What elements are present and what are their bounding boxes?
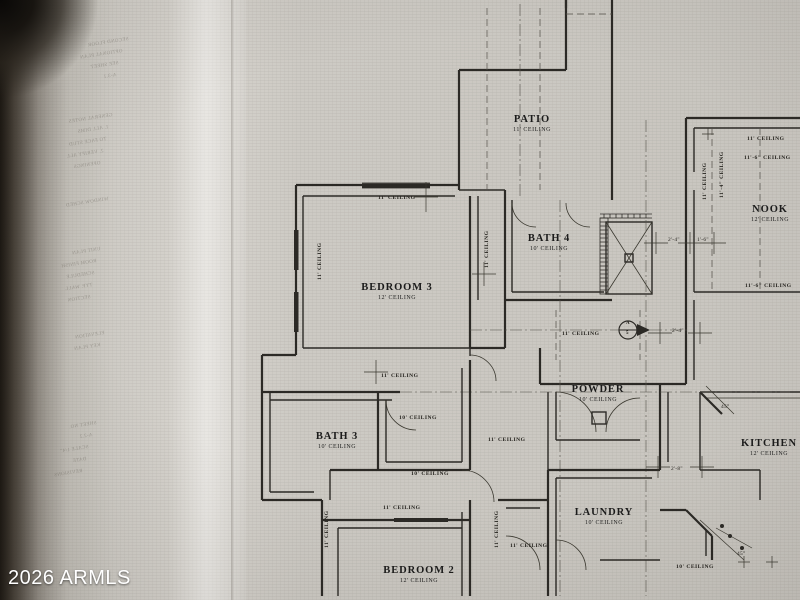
room-name: BEDROOM 3 bbox=[361, 282, 433, 293]
dimension-label: 2'-4" bbox=[672, 328, 684, 334]
room-label-patio: PATIO 11' CEILING bbox=[472, 114, 592, 134]
dimension-label: 45° bbox=[721, 404, 730, 410]
room-label-bedroom2: BEDROOM 2 12' CEILING bbox=[359, 565, 479, 585]
ceiling-note: 11' CEILING bbox=[378, 195, 416, 201]
room-label-bath4: BATH 4 10' CEILING bbox=[489, 233, 609, 253]
page-curl-edge bbox=[231, 0, 234, 600]
room-ceiling-height: 10' CEILING bbox=[578, 397, 618, 403]
room-label-nook: NOOK 12' CEILING bbox=[710, 204, 800, 224]
room-name: PATIO bbox=[513, 114, 551, 125]
ceiling-note: 11'-6" CEILING bbox=[744, 155, 791, 161]
room-ceiling-height: 12' CEILING bbox=[399, 578, 439, 584]
ceiling-note: 11' CEILING bbox=[381, 373, 419, 379]
room-ceiling-height: 12' CEILING bbox=[750, 217, 790, 223]
room-ceiling-height: 10' CEILING bbox=[317, 444, 357, 450]
ceiling-note: 10' CEILING bbox=[411, 471, 449, 477]
armls-watermark: 2026 ARMLS bbox=[8, 567, 131, 589]
room-name: NOOK bbox=[752, 204, 788, 215]
room-name: POWDER bbox=[571, 384, 625, 395]
dimension-label: 2'-4" bbox=[668, 237, 680, 243]
room-ceiling-height: 11' CEILING bbox=[513, 127, 551, 133]
ceiling-note: 11' CEILING bbox=[562, 331, 600, 337]
room-name: LAUNDRY bbox=[574, 507, 634, 518]
room-name: BATH 3 bbox=[315, 431, 359, 442]
ceiling-note: 11' CEILING bbox=[488, 437, 526, 443]
room-label-bedroom3: BEDROOM 3 12' CEILING bbox=[337, 282, 457, 302]
room-label-laundry: LAUNDRY 10' CEILING bbox=[544, 507, 664, 527]
section-marker-sheet: 5 bbox=[626, 331, 629, 336]
dimension-label: 1'-6" bbox=[697, 237, 709, 243]
page-curl-highlight bbox=[168, 0, 246, 600]
ceiling-note: 11' CEILING bbox=[747, 136, 785, 142]
room-name: KITCHEN bbox=[741, 438, 797, 449]
room-ceiling-height: 12' CEILING bbox=[377, 295, 417, 301]
dimension-label: 45° bbox=[737, 551, 746, 557]
ceiling-note: 10' CEILING bbox=[676, 564, 714, 570]
room-ceiling-height: 10' CEILING bbox=[584, 520, 624, 526]
dimension-label: 2'-8" bbox=[671, 466, 683, 472]
section-marker-letter: A bbox=[626, 321, 631, 326]
ceiling-note: 11'-6" CEILING bbox=[745, 283, 792, 289]
ceiling-note: 11' CEILING bbox=[510, 543, 548, 549]
room-label-powder: POWDER 10' CEILING bbox=[538, 384, 658, 404]
corner-shadow bbox=[0, 0, 120, 120]
room-name: BEDROOM 2 bbox=[383, 565, 455, 576]
room-ceiling-height: 10' CEILING bbox=[529, 246, 569, 252]
ceiling-note: 10' CEILING bbox=[399, 415, 437, 421]
room-label-kitchen: KITCHEN 12' CEILING bbox=[709, 438, 800, 458]
ceiling-note: 11' CEILING bbox=[383, 505, 421, 511]
room-label-bath3: BATH 3 10' CEILING bbox=[277, 431, 397, 451]
room-ceiling-height: 12' CEILING bbox=[749, 451, 789, 457]
room-name: BATH 4 bbox=[527, 233, 571, 244]
